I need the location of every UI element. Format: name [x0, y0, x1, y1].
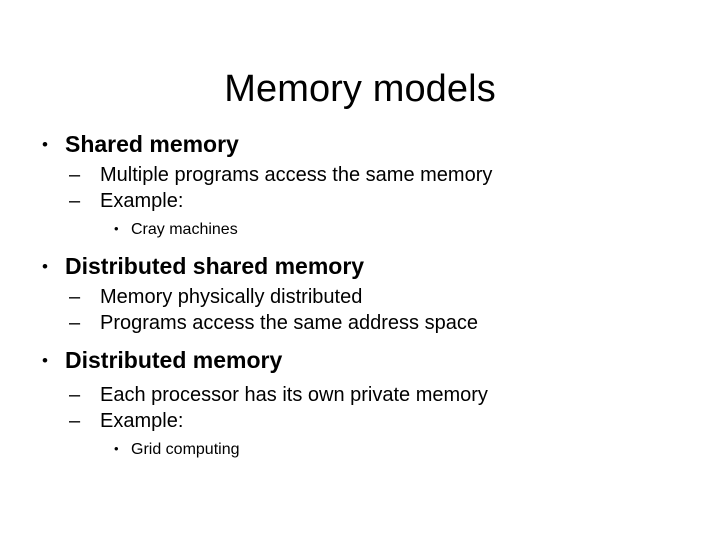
outline-item-level1[interactable]: • Distributed shared memory — [0, 251, 720, 284]
outline-item-label: Multiple programs access the same memory — [100, 164, 493, 186]
bullet-dot-icon: • — [114, 441, 119, 456]
outline-item-label: Memory physically distributed — [100, 286, 363, 308]
bullet-dash-icon: – — [69, 164, 81, 186]
outline-item-label: Cray machines — [131, 221, 238, 238]
bullet-dash-icon: – — [69, 384, 81, 406]
outline-item-label: Example: — [100, 410, 184, 432]
outline-item-level1[interactable]: • Distributed memory — [0, 345, 720, 378]
bullet-dash-icon: – — [69, 410, 81, 432]
bullet-dash-icon: – — [69, 286, 81, 308]
bullet-dot-icon: • — [42, 351, 48, 370]
outline-item-level3[interactable]: • Grid computing — [0, 438, 720, 462]
outline-item-level2[interactable]: – Example: — [0, 188, 720, 214]
outline-item-level2[interactable]: – Multiple programs access the same memo… — [0, 162, 720, 188]
outline-item-level2[interactable]: – Example: — [0, 408, 720, 434]
outline-item-label: Shared memory — [65, 131, 239, 157]
page-title: Memory models — [224, 68, 496, 111]
outline-item-level3[interactable]: • Cray machines — [0, 218, 720, 242]
outline-item-level1[interactable]: • Shared memory — [0, 129, 720, 162]
outline-item-level2[interactable]: – Each processor has its own private mem… — [0, 382, 720, 408]
outline-item-label: Example: — [100, 190, 184, 212]
bullet-dash-icon: – — [69, 312, 81, 334]
bullet-dot-icon: • — [42, 135, 48, 154]
outline-item-label: Distributed memory — [65, 347, 283, 373]
outline-item-label: Grid computing — [131, 441, 240, 458]
outline-item-level2[interactable]: – Programs access the same address space — [0, 310, 720, 336]
slide-body-outline: • Shared memory – Multiple programs acce… — [0, 120, 720, 462]
bullet-dash-icon: – — [69, 190, 81, 212]
bullet-dot-icon: • — [114, 221, 119, 236]
outline-item-label: Each processor has its own private memor… — [100, 384, 488, 406]
bullet-dot-icon: • — [42, 257, 48, 276]
outline-item-level2[interactable]: – Memory physically distributed — [0, 284, 720, 310]
outline-item-label: Programs access the same address space — [100, 312, 478, 334]
outline-item-label: Distributed shared memory — [65, 253, 365, 279]
